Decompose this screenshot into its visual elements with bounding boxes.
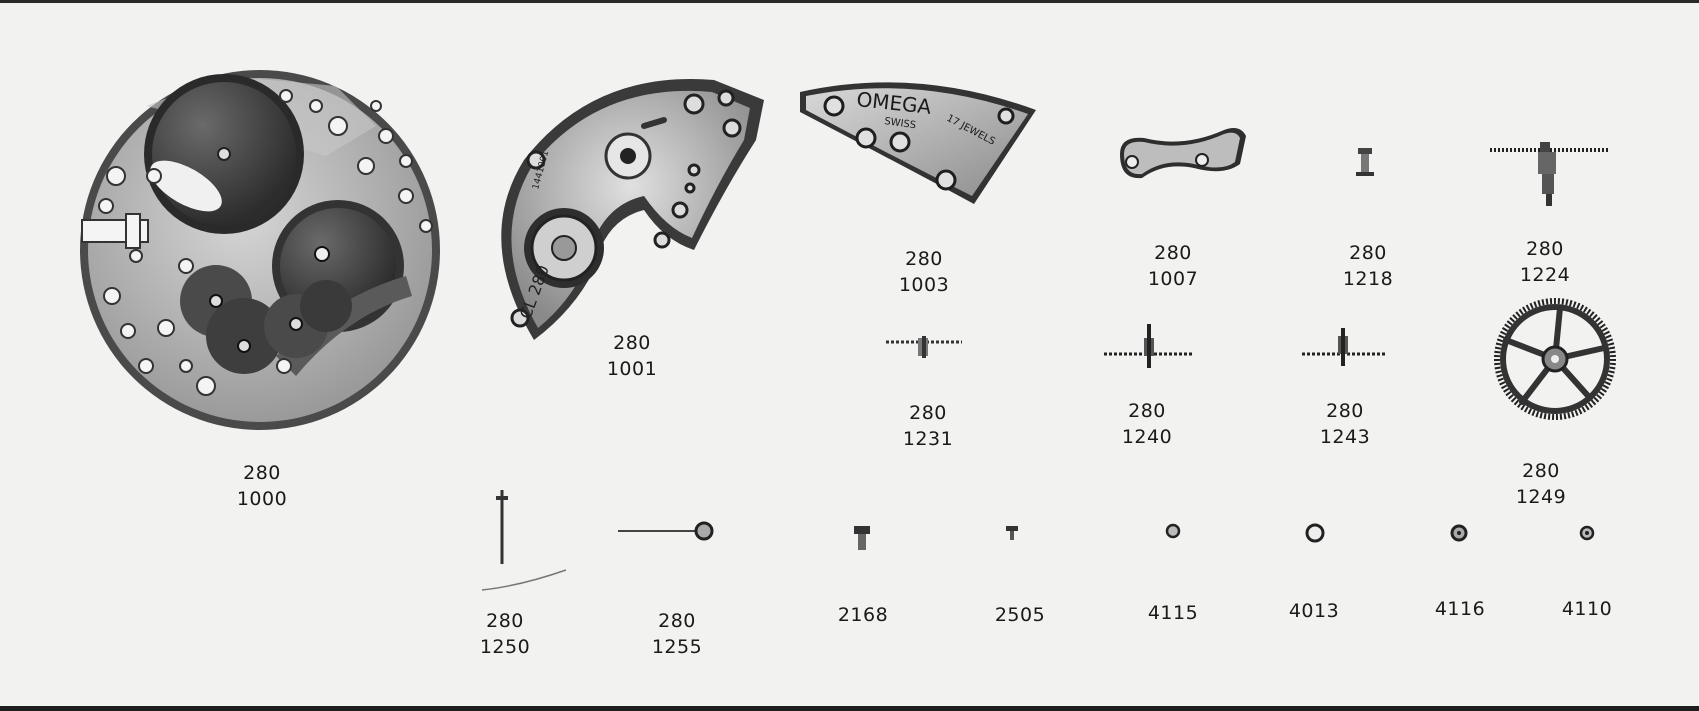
part-caliber: 280 [1154,242,1192,264]
part-number: 1231 [902,428,954,450]
part-number: 1001 [606,358,658,380]
jewel-icon [1579,525,1595,541]
part-caliber: 280 [243,462,281,484]
part-number: 4116 [1434,598,1486,620]
part-number: 1218 [1342,268,1394,290]
part-caliber: 280 [909,402,947,424]
jewel-icon [1450,524,1468,542]
part-label-1000: 280 1000 [202,460,322,512]
part-number: 2505 [994,604,1046,626]
jewel-icon [1165,523,1181,539]
part-caliber: 280 [905,248,943,270]
part-label-1249: 280 1249 [1481,458,1601,510]
part-label-1231: 280 1231 [868,400,988,452]
part-label-1255: 280 1255 [617,608,737,660]
part-caliber: 280 [1526,238,1564,260]
part-number: 1007 [1147,268,1199,290]
wheel-side-view-icon [1490,142,1608,206]
jewel-icon [1305,523,1325,543]
part-label-1001: 280 1001 [572,330,692,382]
part-number: 1243 [1319,426,1371,448]
part-label-4115: 4115 [1113,600,1233,626]
sheet-top-edge [0,0,1699,3]
wheel-side-view-icon [886,336,962,358]
part-number: 1240 [1121,426,1173,448]
sheet-bottom-edge [0,706,1699,711]
part-number: 1255 [651,636,703,658]
part-label-1224: 280 1224 [1485,236,1605,288]
part-caliber: 280 [658,610,696,632]
train-bridge-icon: OMEGA SWISS 17 JEWELS [800,82,1036,204]
part-label-2168: 2168 [803,602,923,628]
small-screw-icon [1006,526,1018,540]
part-caliber: 280 [486,610,524,632]
origin-engraving: SWISS [884,116,917,131]
part-label-1243: 280 1243 [1285,398,1405,450]
part-label-1240: 280 1240 [1087,398,1207,450]
part-label-1003: 280 1003 [864,246,984,298]
part-caliber: 280 [1522,460,1560,482]
part-caliber: 280 [1128,400,1166,422]
part-number: 4013 [1288,600,1340,622]
wheel-side-view-icon [1302,328,1386,366]
part-caliber: 280 [613,332,651,354]
part-number: 1250 [479,636,531,658]
balance-cock-icon [1120,128,1246,179]
part-label-1250: 280 1250 [445,608,565,660]
part-label-1007: 280 1007 [1113,240,1233,292]
part-number: 4110 [1561,598,1613,620]
part-label-4110: 4110 [1527,596,1647,622]
pinion-icon [1356,148,1374,176]
part-label-4013: 4013 [1254,598,1374,624]
part-label-1218: 280 1218 [1308,240,1428,292]
barrel-bridge-icon: CL 280 1441001 [501,79,764,340]
part-label-2505: 2505 [960,602,1080,628]
main-plate-icon [80,70,440,430]
screw-icon [854,526,870,550]
part-number: 2168 [837,604,889,626]
part-number: 1224 [1519,264,1571,286]
part-number: 4115 [1147,602,1199,624]
part-number: 1249 [1515,486,1567,508]
part-number: 1000 [236,488,288,510]
wheel-side-view-icon [1104,324,1194,368]
gear-wheel-icon [1494,298,1616,420]
arbor-icon [481,490,567,591]
part-caliber: 280 [1349,242,1387,264]
lever-icon [618,521,714,541]
part-number: 1003 [898,274,950,296]
part-caliber: 280 [1326,400,1364,422]
part-label-4116: 4116 [1400,596,1520,622]
